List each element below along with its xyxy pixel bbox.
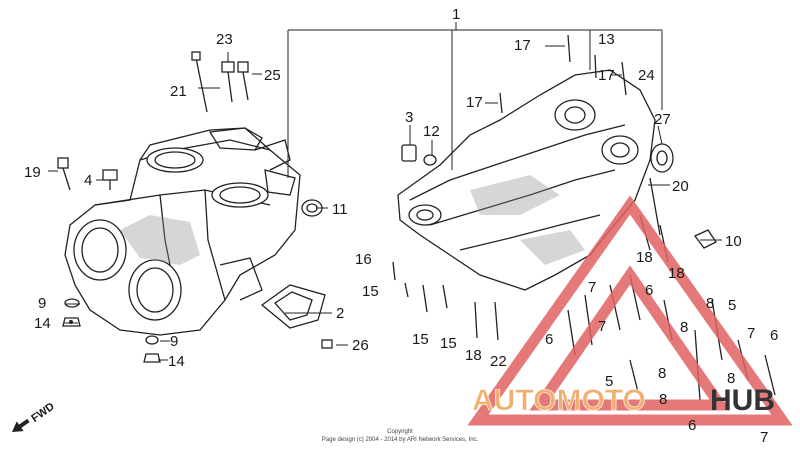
part-19-bolt [57,157,71,191]
callout-6c[interactable]: 6 [770,327,778,344]
crankcase [397,69,656,291]
callout-leaders [48,22,722,361]
copyright-line-2: Page design (c) 2004 - 2014 by ARI Netwo… [322,437,479,443]
callout-10[interactable]: 10 [725,233,742,250]
callout-15c[interactable]: 15 [440,335,457,352]
part-4-bolt [102,169,118,190]
crankcase-bearing-boss-2 [601,135,639,165]
copyright-block: Copyright Page design (c) 2004 - 2014 by… [322,429,479,443]
crankcase-bearing-boss-3 [408,204,442,226]
callout-26[interactable]: 26 [352,337,369,354]
fwd-arrow-icon [12,418,30,432]
watermark-text-b: HUB [710,384,775,417]
part-25-bolt [237,61,249,101]
crankcase-bearing-boss-1 [554,99,596,131]
callout-18a[interactable]: 18 [636,249,653,266]
callout-18b[interactable]: 18 [668,265,685,282]
part-26-bolt [321,339,333,349]
watermark-inner-triangle [529,265,731,411]
callout-15b[interactable]: 15 [412,331,429,348]
part-2-cover [260,284,326,329]
callout-17c[interactable]: 17 [598,67,615,84]
callout-12[interactable]: 12 [423,123,440,140]
callout-numbers: 1 2 3 4 5 5 6 6 6 6 7 7 7 7 8 8 8 8 8 9 … [24,6,778,446]
watermark-logo: AUTOMOTO HUB [467,195,793,426]
callout-20[interactable]: 20 [672,178,689,195]
callout-8b[interactable]: 8 [706,295,714,312]
callout-8e[interactable]: 8 [727,370,735,387]
part-3-plug [401,144,417,162]
part-27-seal [650,143,674,173]
callout-7c[interactable]: 7 [747,325,755,342]
callout-25[interactable]: 25 [264,67,281,84]
callout-14a[interactable]: 14 [34,315,51,332]
callout-7d[interactable]: 7 [760,429,768,446]
callout-16[interactable]: 16 [355,251,372,268]
callout-22[interactable]: 22 [490,353,507,370]
callout-15a[interactable]: 15 [362,283,379,300]
callout-7a[interactable]: 7 [598,318,606,335]
callout-8d[interactable]: 8 [659,391,667,408]
callout-13[interactable]: 13 [598,31,615,48]
callout-6d[interactable]: 6 [688,417,696,434]
callout-9a[interactable]: 9 [38,295,46,312]
callout-1[interactable]: 1 [452,6,460,23]
part-23-bolt [221,61,235,103]
callout-2[interactable]: 2 [336,305,344,322]
watermark-triangle [467,195,793,426]
callout-5b[interactable]: 5 [605,373,613,390]
callout-17a[interactable]: 17 [514,37,531,54]
callout-27[interactable]: 27 [654,111,671,128]
fwd-indicator: FWD [12,401,57,432]
callout-23[interactable]: 23 [216,31,233,48]
callout-21[interactable]: 21 [170,83,187,100]
part-9-washer [64,298,80,308]
callout-3[interactable]: 3 [405,109,413,126]
part-10-cap [693,229,717,249]
callout-11[interactable]: 11 [332,201,348,218]
callout-5a[interactable]: 5 [728,297,736,314]
callout-9b[interactable]: 9 [170,333,178,350]
fwd-label: FWD [29,401,56,425]
callout-14b[interactable]: 14 [168,353,185,370]
callout-6b[interactable]: 6 [645,282,653,299]
callout-8c[interactable]: 8 [658,365,666,382]
part-21-bolt [191,51,208,113]
part-12-oring [423,154,437,166]
cylinder-block [64,127,301,336]
watermark-text-a: AUTOMOTO [472,384,646,417]
callout-17b[interactable]: 17 [466,94,483,111]
callout-24[interactable]: 24 [638,67,655,84]
callout-4[interactable]: 4 [84,172,92,189]
copyright-line-1: Copyright [387,429,413,435]
callout-18c[interactable]: 18 [465,347,482,364]
callout-8a[interactable]: 8 [680,319,688,336]
part-14-nut [62,317,81,327]
callout-19[interactable]: 19 [24,164,41,181]
part-9-washer-lower [145,335,159,345]
callout-6a[interactable]: 6 [545,331,553,348]
callout-7b[interactable]: 7 [588,279,596,296]
part-14-nut-lower [143,353,161,363]
